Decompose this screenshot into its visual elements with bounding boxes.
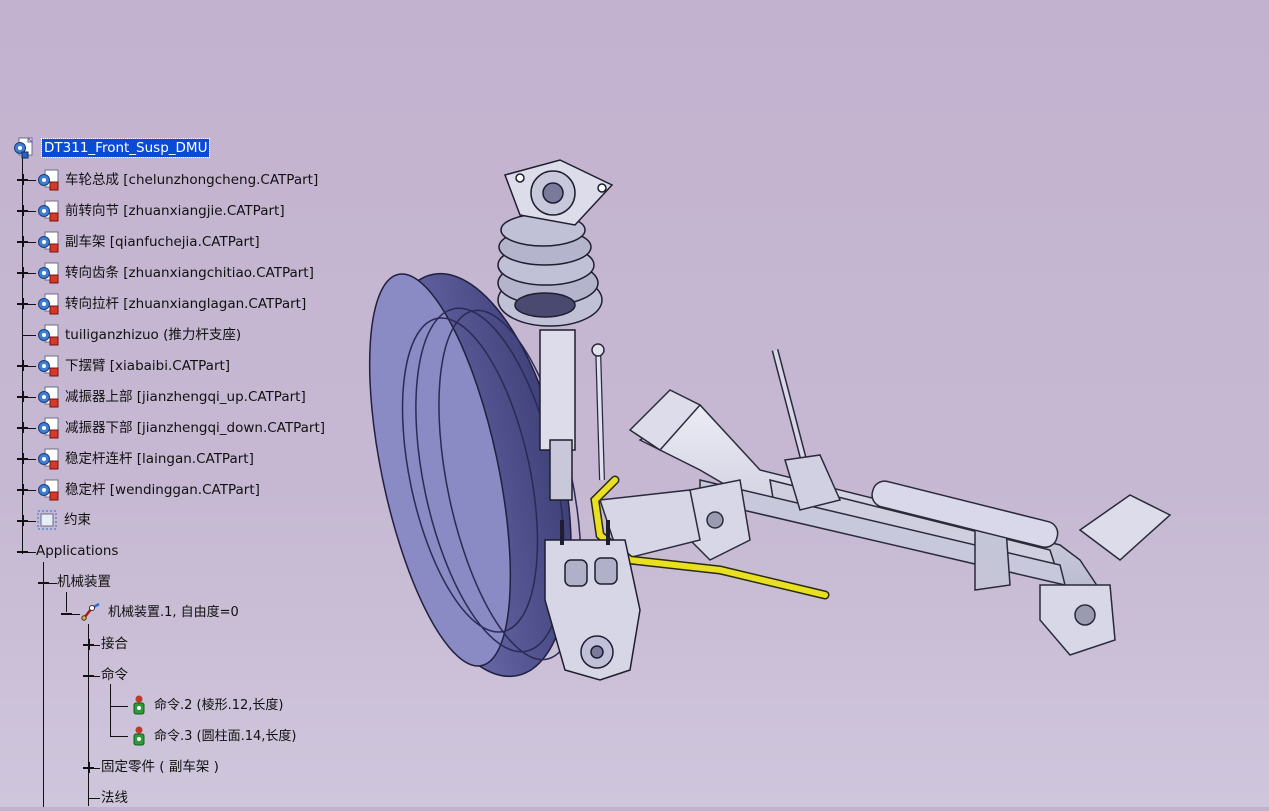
expand-toggle[interactable] [17, 515, 28, 526]
tire [368, 272, 582, 678]
tree-root-label[interactable]: DT311_Front_Susp_DMU [40, 138, 211, 158]
command-icon [128, 725, 150, 747]
part-instance-icon [36, 479, 59, 501]
tree-part-label[interactable]: 转向拉杆 [zhuanxianglagan.CATPart] [65, 296, 307, 312]
part-instance-icon [36, 231, 59, 253]
tree-command-item-label[interactable]: 命令.2 (棱形.12,长度) [154, 698, 284, 713]
part-instance-icon [36, 200, 59, 222]
tree-part-label[interactable]: tuiliganzhizuo (推力杆支座) [65, 327, 242, 343]
part-instance-icon [36, 293, 59, 315]
stabilizer-link [591, 343, 605, 481]
tree-commands-label[interactable]: 命令 [101, 667, 128, 683]
part-instance-icon [36, 386, 59, 408]
tree-connector [28, 552, 36, 553]
tree-joints-label[interactable]: 接合 [101, 636, 128, 652]
tree-part-label[interactable]: 下摆臂 [xiabaibi.CATPart] [65, 358, 231, 374]
part-instance-icon [36, 324, 59, 346]
tree-connector [22, 242, 36, 243]
tree-connector [22, 459, 36, 460]
collapse-toggle[interactable] [83, 670, 94, 681]
expand-toggle[interactable] [83, 639, 94, 650]
part-instance-icon [36, 262, 59, 284]
mechanism-icon [80, 600, 102, 622]
tree-applications-label[interactable]: Applications [36, 543, 119, 559]
tree-connector [94, 645, 100, 646]
constraints-icon [36, 509, 58, 531]
tree-constraints-label[interactable]: 约束 [64, 512, 91, 528]
tree-part-label[interactable]: 转向齿条 [zhuanxiangchitiao.CATPart] [65, 265, 314, 281]
strut-assembly [497, 159, 614, 501]
steering-knuckle [544, 520, 641, 681]
tree-part-label[interactable]: 前转向节 [zhuanxiangjie.CATPart] [65, 203, 285, 219]
subframe [628, 349, 1172, 656]
3d-viewport[interactable] [360, 0, 1269, 807]
tree-part-label[interactable]: 稳定杆连杆 [laingan.CATPart] [65, 451, 254, 467]
expand-toggle[interactable] [83, 762, 94, 773]
tree-connector [43, 562, 44, 807]
tree-connector [22, 158, 23, 554]
tree-connector [66, 592, 67, 612]
product-assembly-icon [12, 137, 34, 159]
part-instance-icon [36, 355, 59, 377]
tree-part-label[interactable]: 稳定杆 [wendinggan.CATPart] [65, 482, 260, 498]
tree-connector [88, 798, 100, 799]
tree-connector [94, 676, 100, 677]
command-icon [128, 694, 150, 716]
tree-connector [22, 366, 36, 367]
tree-connector [22, 180, 36, 181]
collapse-toggle[interactable] [17, 546, 28, 557]
tree-mechanism-label[interactable]: 机械装置.1, 自由度=0 [108, 605, 239, 620]
tree-fixed-part-label[interactable]: 固定零件 ( 副车架 ) [101, 759, 219, 775]
tree-connector [22, 490, 36, 491]
tree-part-label[interactable]: 副车架 [qianfuchejia.CATPart] [65, 234, 260, 250]
suspension-model [368, 159, 1172, 681]
part-instance-icon [36, 417, 59, 439]
tree-connector [110, 736, 128, 737]
tree-laws-label[interactable]: 法线 [101, 790, 128, 806]
tree-connector [22, 335, 36, 336]
tree-connector [22, 397, 36, 398]
tree-connector [110, 684, 111, 736]
tree-connector [22, 428, 36, 429]
tree-connector [22, 521, 36, 522]
part-instance-icon [36, 169, 59, 191]
tree-part-label[interactable]: 减振器下部 [jianzhengqi_down.CATPart] [65, 420, 326, 436]
tree-connector [88, 624, 89, 806]
tree-part-label[interactable]: 车轮总成 [chelunzhongcheng.CATPart] [65, 172, 319, 188]
specification-tree: DT311_Front_Susp_DMU 车轮总成 [chelunzhongch… [0, 0, 360, 807]
tree-connector [22, 304, 36, 305]
tree-part-label[interactable]: 减振器上部 [jianzhengqi_up.CATPart] [65, 389, 306, 405]
tree-connector [22, 211, 36, 212]
tree-command-item-label[interactable]: 命令.3 (圆柱面.14,长度) [154, 729, 297, 744]
part-instance-icon [36, 448, 59, 470]
tree-connector [72, 614, 80, 615]
tree-connector [110, 706, 128, 707]
tree-connector [49, 583, 57, 584]
collapse-toggle[interactable] [38, 577, 49, 588]
tree-connector [22, 273, 36, 274]
collapse-toggle[interactable] [61, 608, 72, 619]
tree-connector [94, 768, 100, 769]
tree-mechanisms-label[interactable]: 机械装置 [57, 574, 111, 590]
